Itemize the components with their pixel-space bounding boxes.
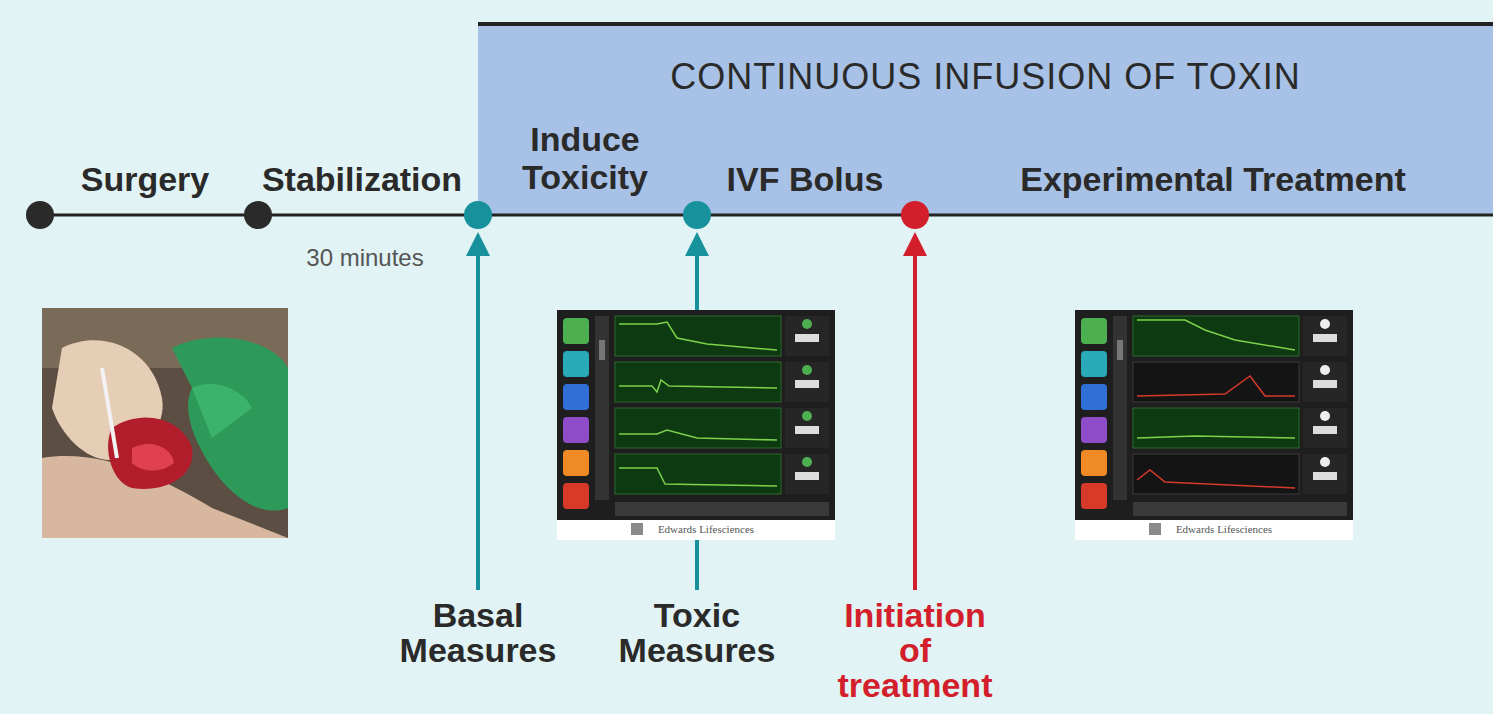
monitor-screenshot <box>1313 472 1337 480</box>
measure-arrow <box>466 232 490 256</box>
monitor-screenshot <box>615 408 781 448</box>
monitor-screenshot <box>795 334 819 342</box>
timeline-dot <box>26 201 929 229</box>
monitor-screenshot <box>1320 319 1330 329</box>
monitor-screenshot <box>1133 316 1299 356</box>
measure-arrow <box>685 232 709 256</box>
monitor-screenshot <box>619 468 777 486</box>
monitor-screenshot <box>1320 457 1330 467</box>
phase-label: IVF Bolus <box>695 160 915 198</box>
monitor-screenshot <box>1133 408 1299 448</box>
monitor-screenshot <box>1133 454 1299 494</box>
treatment-label: Initiation of treatment <box>830 598 1000 703</box>
measure-label: Basal Measures <box>373 598 583 668</box>
monitor-screenshot <box>619 380 777 392</box>
phase-label: Induce Toxicity <box>495 120 675 196</box>
monitor-screenshot <box>1075 310 1353 540</box>
monitor-screenshot <box>619 430 777 440</box>
timeline-dot <box>464 201 492 229</box>
monitor-screenshot <box>615 454 781 494</box>
monitor-screenshot <box>615 316 781 356</box>
monitor-screenshot <box>802 319 812 329</box>
treatment-arrow <box>903 232 927 256</box>
phase-label: Stabilization <box>242 160 482 198</box>
timeline-dot <box>26 201 54 229</box>
monitor-screenshot <box>557 310 835 540</box>
treatment-arrow <box>913 250 917 590</box>
monitor-screenshot <box>1313 426 1337 434</box>
surgery-photo <box>108 418 192 489</box>
monitor-screenshot <box>795 426 819 434</box>
monitor-brand: Edwards Lifesciences <box>1139 522 1309 536</box>
treatment-arrow <box>903 232 927 590</box>
monitor-screenshot <box>1075 310 1353 540</box>
phase-label: Experimental Treatment <box>953 160 1473 198</box>
monitor-screenshot <box>1137 436 1295 438</box>
infusion-band: CONTINUOUS INFUSION OF TOXIN <box>478 22 1493 215</box>
duration-note: 30 minutes <box>265 244 465 272</box>
monitor-screenshot <box>802 411 812 421</box>
phase-label: Surgery <box>45 160 245 198</box>
band-title: CONTINUOUS INFUSION OF TOXIN <box>478 56 1493 98</box>
monitor-screenshot <box>795 380 819 388</box>
timeline-dot <box>901 201 929 229</box>
timeline-dot <box>683 201 711 229</box>
monitor-screenshot <box>1320 411 1330 421</box>
surgery-photo <box>102 368 117 458</box>
surgery-photo <box>192 384 252 438</box>
monitor-brand: Edwards Lifesciences <box>621 522 791 536</box>
monitor-screenshot <box>1313 380 1337 388</box>
monitor-screenshot <box>1137 320 1295 350</box>
monitor-screenshot <box>1320 365 1330 375</box>
monitor-screenshot <box>1137 470 1295 488</box>
monitor-screenshot <box>802 365 812 375</box>
measure-label: Toxic Measures <box>592 598 802 668</box>
monitor-screenshot <box>1137 376 1295 396</box>
monitor-screenshot <box>615 362 781 402</box>
monitor-screenshot <box>802 457 812 467</box>
monitor-screenshot <box>619 322 777 350</box>
surgery-photo <box>42 308 288 538</box>
surgery-photo <box>172 338 288 511</box>
monitor-screenshot <box>795 472 819 480</box>
measure-arrow <box>476 250 480 590</box>
surgery-photo <box>132 444 174 471</box>
monitor-screenshot <box>557 310 835 540</box>
surgery-photo <box>42 308 288 538</box>
timeline-dot <box>244 201 272 229</box>
monitor-screenshot <box>1133 362 1299 402</box>
monitor-screenshot <box>1313 334 1337 342</box>
